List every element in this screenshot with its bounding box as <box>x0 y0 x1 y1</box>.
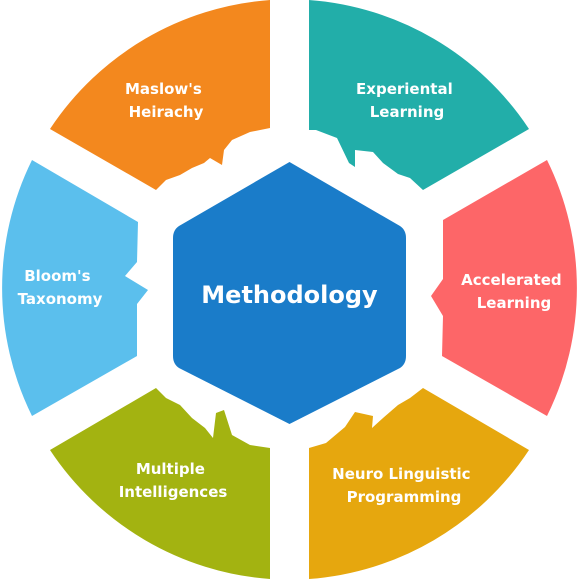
segment-multiple-intelligences <box>50 388 270 579</box>
segment-neuro-line1: Neuro Linguistic <box>332 465 470 483</box>
segment-accelerated-line1: Accelerated <box>461 271 561 289</box>
segment-accelerated-line2: Learning <box>477 294 552 312</box>
segment-experiental-line2: Learning <box>370 103 445 121</box>
segment-experiental-learning-text: Experiental Learning <box>356 80 458 121</box>
center-hexagon <box>173 162 406 424</box>
segment-neuro-linguistic-programming <box>309 388 529 579</box>
center-label: Methodology <box>201 281 378 309</box>
segment-maslows-heirachy <box>50 0 270 190</box>
segment-accelerated-learning <box>431 160 577 416</box>
segment-experiental-line1: Experiental <box>356 80 453 98</box>
segment-maslows-heirachy-text: Maslow's Heirachy <box>125 80 207 121</box>
segment-multiple-line1: Multiple <box>136 460 205 478</box>
segment-blooms-line1: Bloom's <box>24 267 90 285</box>
segment-blooms-line2: Taxonomy <box>18 290 103 308</box>
segment-maslows-line2: Heirachy <box>129 103 204 121</box>
segment-neuro-line2: Programming <box>347 488 462 506</box>
segment-accelerated-learning-text: Accelerated Learning <box>461 271 567 312</box>
segment-experiental-learning <box>309 0 529 190</box>
segment-multiple-line2: Intelligences <box>119 483 228 501</box>
segment-neuro-linguistic-text: Neuro Linguistic Programming <box>332 465 476 506</box>
segment-maslows-line1: Maslow's <box>125 80 202 98</box>
segment-blooms-taxonomy-text: Bloom's Taxonomy <box>18 267 103 308</box>
segment-multiple-intelligences-text: Multiple Intelligences <box>119 460 228 501</box>
segment-blooms-taxonomy <box>2 160 149 416</box>
